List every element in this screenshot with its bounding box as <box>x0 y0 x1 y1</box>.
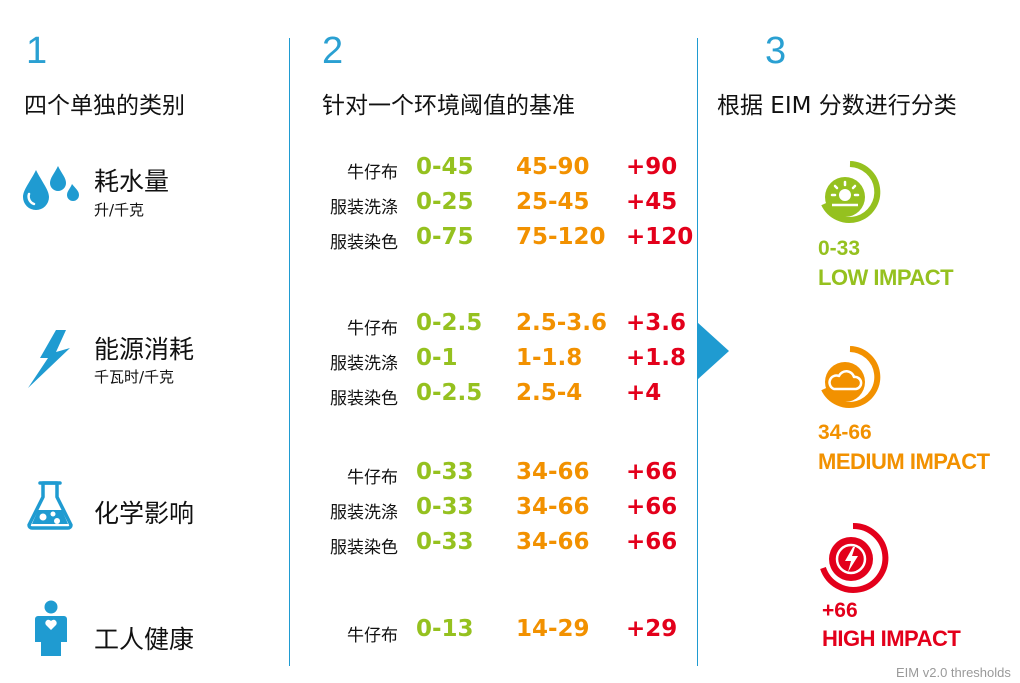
impact-label-medium: MEDIUM IMPACT <box>818 449 990 474</box>
high-threshold: +3.6 <box>626 310 687 336</box>
medium-threshold: 45-90 <box>516 154 590 180</box>
medium-threshold: 34-66 <box>516 529 590 555</box>
low-threshold: 0-25 <box>416 189 474 215</box>
high-threshold: +45 <box>626 189 678 215</box>
category-name-chemical: 化学影响 <box>94 499 195 528</box>
arrow-right-icon <box>697 322 729 380</box>
high-threshold: +1.8 <box>626 345 687 371</box>
low-threshold: 0-33 <box>416 529 474 555</box>
step-2-number: 2 <box>322 30 344 72</box>
category-name-water: 耗水量 <box>94 167 170 196</box>
high-threshold: +4 <box>626 380 662 406</box>
column-divider-1 <box>289 38 290 666</box>
row-label: 服装染色 <box>330 538 398 558</box>
storm-gauge-icon <box>820 522 889 593</box>
row-label: 服装洗涤 <box>330 198 398 218</box>
step-1-number: 1 <box>26 30 48 72</box>
lightning-icon <box>28 330 70 388</box>
low-threshold: 0-2.5 <box>416 380 483 406</box>
footnote: EIM v2.0 thresholds <box>896 665 1011 680</box>
category-unit-water: 升/千克 <box>94 201 145 219</box>
step-2-title: 针对一个环境阈值的基准 <box>322 93 575 119</box>
medium-threshold: 34-66 <box>516 494 590 520</box>
category-name-energy: 能源消耗 <box>94 335 195 364</box>
low-threshold: 0-75 <box>416 224 474 250</box>
sun-gauge-icon <box>821 161 881 223</box>
impact-range-medium: 34-66 <box>818 421 872 444</box>
low-threshold: 0-45 <box>416 154 474 180</box>
low-threshold: 0-2.5 <box>416 310 483 336</box>
row-label: 牛仔布 <box>347 468 398 488</box>
medium-threshold: 75-120 <box>516 224 606 250</box>
row-label: 服装染色 <box>330 233 398 253</box>
impact-label-low: LOW IMPACT <box>818 265 954 290</box>
high-threshold: +66 <box>626 459 678 485</box>
step-1-title: 四个单独的类别 <box>24 93 185 119</box>
high-threshold: +90 <box>626 154 678 180</box>
high-threshold: +66 <box>626 494 678 520</box>
worker-icon <box>35 600 67 656</box>
category-name-worker: 工人健康 <box>94 625 195 654</box>
medium-threshold: 2.5-3.6 <box>516 310 608 336</box>
flask-icon <box>27 481 73 530</box>
medium-threshold: 1-1.8 <box>516 345 583 371</box>
row-label: 牛仔布 <box>347 319 398 339</box>
low-threshold: 0-1 <box>416 345 458 371</box>
impact-range-low: 0-33 <box>818 237 861 260</box>
impact-range-high: +66 <box>822 599 858 622</box>
medium-threshold: 14-29 <box>516 616 590 642</box>
low-threshold: 0-13 <box>416 616 474 642</box>
medium-threshold: 2.5-4 <box>516 380 583 406</box>
water-drops-icon <box>23 166 79 210</box>
row-label: 牛仔布 <box>347 626 398 646</box>
row-label: 牛仔布 <box>347 163 398 183</box>
row-label: 服装洗涤 <box>330 503 398 523</box>
row-label: 服装染色 <box>330 389 398 409</box>
medium-threshold: 34-66 <box>516 459 590 485</box>
low-threshold: 0-33 <box>416 494 474 520</box>
high-threshold: +120 <box>626 224 694 250</box>
row-label: 服装洗涤 <box>330 354 398 374</box>
medium-threshold: 25-45 <box>516 189 590 215</box>
step-3-title: 根据 EIM 分数进行分类 <box>717 93 957 119</box>
low-threshold: 0-33 <box>416 459 474 485</box>
category-unit-energy: 千瓦时/千克 <box>94 368 175 386</box>
high-threshold: +66 <box>626 529 678 555</box>
step-3-number: 3 <box>765 30 787 72</box>
high-threshold: +29 <box>626 616 678 642</box>
cloud-gauge-icon <box>821 346 881 408</box>
impact-label-high: HIGH IMPACT <box>822 626 961 651</box>
